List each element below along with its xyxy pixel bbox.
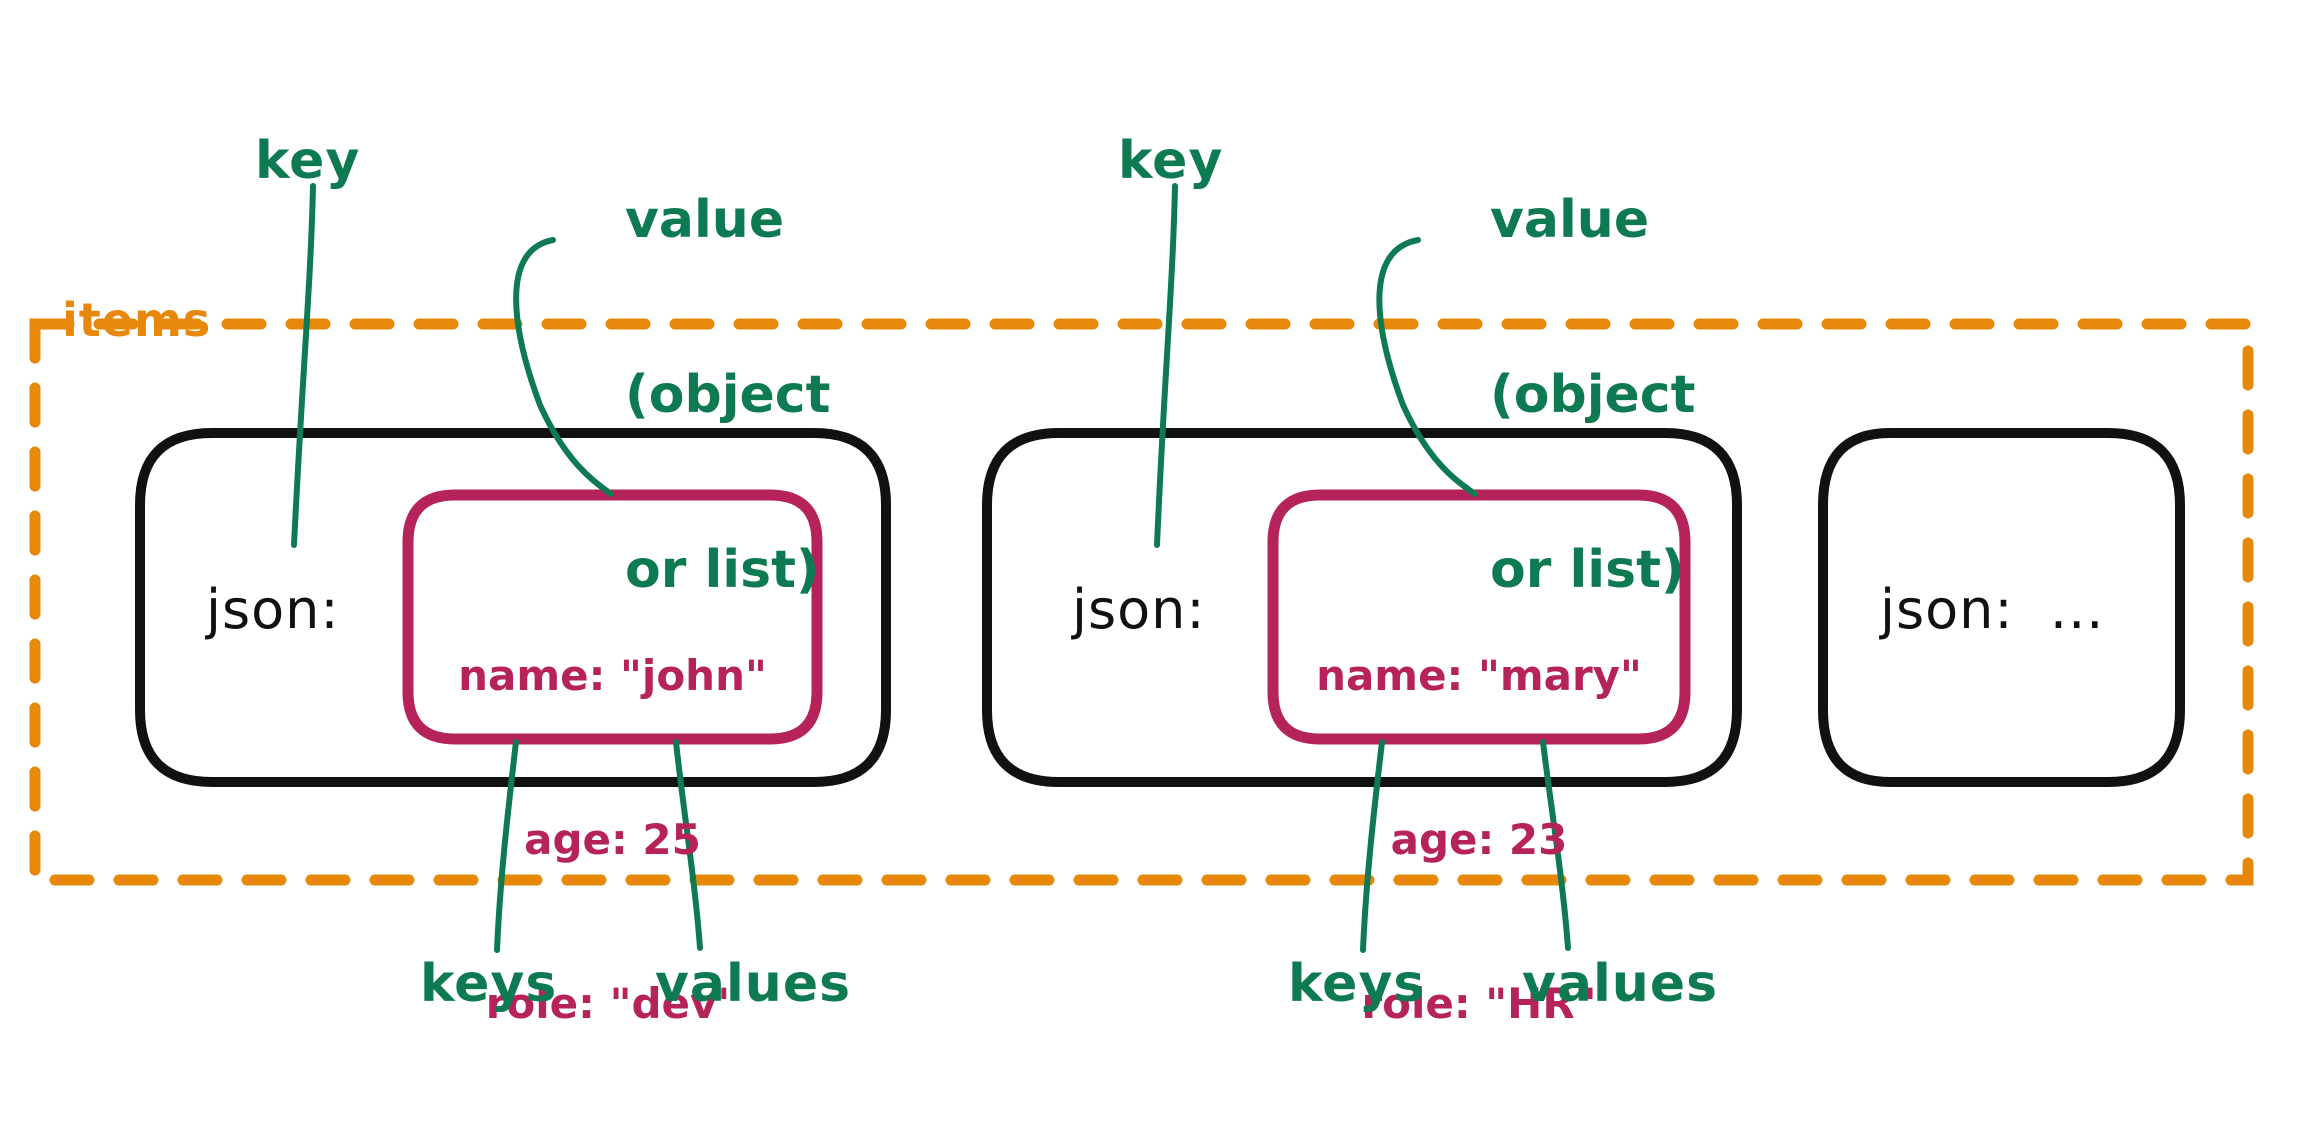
value-label-2-line3: or list)	[1490, 539, 1685, 600]
connector-values-1	[673, 739, 703, 951]
json-object-2-entry-1: age: 23	[1390, 814, 1568, 864]
items-container-border	[29, 318, 2254, 886]
json-object-1-entry-0: name: "john"	[458, 651, 767, 701]
keys-label-2: keys	[1288, 954, 1426, 1014]
json-card-outline-3	[1818, 428, 2185, 787]
connector-values-2	[1540, 739, 1571, 951]
value-label-2: value (object or list)	[1490, 75, 1696, 716]
keys-label-1: keys	[420, 954, 558, 1014]
diagram-vector-layer	[29, 183, 2254, 953]
diagram-canvas: items key value (object or list) json: n…	[29, 75, 2254, 1028]
connector-keys-2	[1360, 739, 1385, 953]
values-label-2: values	[1522, 954, 1719, 1014]
json-object-outline-2	[1267, 489, 1691, 745]
json-label-2: json:	[1072, 578, 1206, 641]
json-object-2: name: "mary" age: 23 role: "HR"	[1273, 540, 1685, 1141]
connector-key-1	[291, 183, 316, 548]
json-object-1: name: "john" age: 25 role: "dev"	[408, 540, 817, 1141]
value-label-1-line2: (object	[625, 365, 831, 426]
value-label-1-line1: value	[625, 190, 785, 251]
values-label-1: values	[655, 954, 852, 1014]
json-label-1: json:	[206, 578, 340, 641]
json-object-1-entry-1: age: 25	[524, 814, 701, 864]
json-label-3: json: ...	[1880, 578, 2105, 641]
connector-value-2	[1376, 237, 1478, 497]
items-container-label: items	[62, 293, 212, 347]
key-label-1: key	[255, 131, 361, 191]
value-label-2-line1: value	[1490, 190, 1650, 251]
value-label-1: value (object or list)	[625, 75, 831, 716]
connector-key-2	[1154, 183, 1178, 548]
json-object-2-entry-2: role: "HR"	[1361, 978, 1597, 1028]
json-object-1-entry-2: role: "dev"	[485, 978, 740, 1028]
key-label-2: key	[1118, 131, 1224, 191]
value-label-1-line3: or list)	[625, 539, 820, 600]
json-object-outline-1	[402, 489, 823, 745]
connector-value-1	[513, 237, 614, 497]
value-label-2-line2: (object	[1490, 365, 1696, 426]
connector-keys-1	[494, 739, 519, 953]
json-object-2-entry-0: name: "mary"	[1316, 651, 1642, 701]
